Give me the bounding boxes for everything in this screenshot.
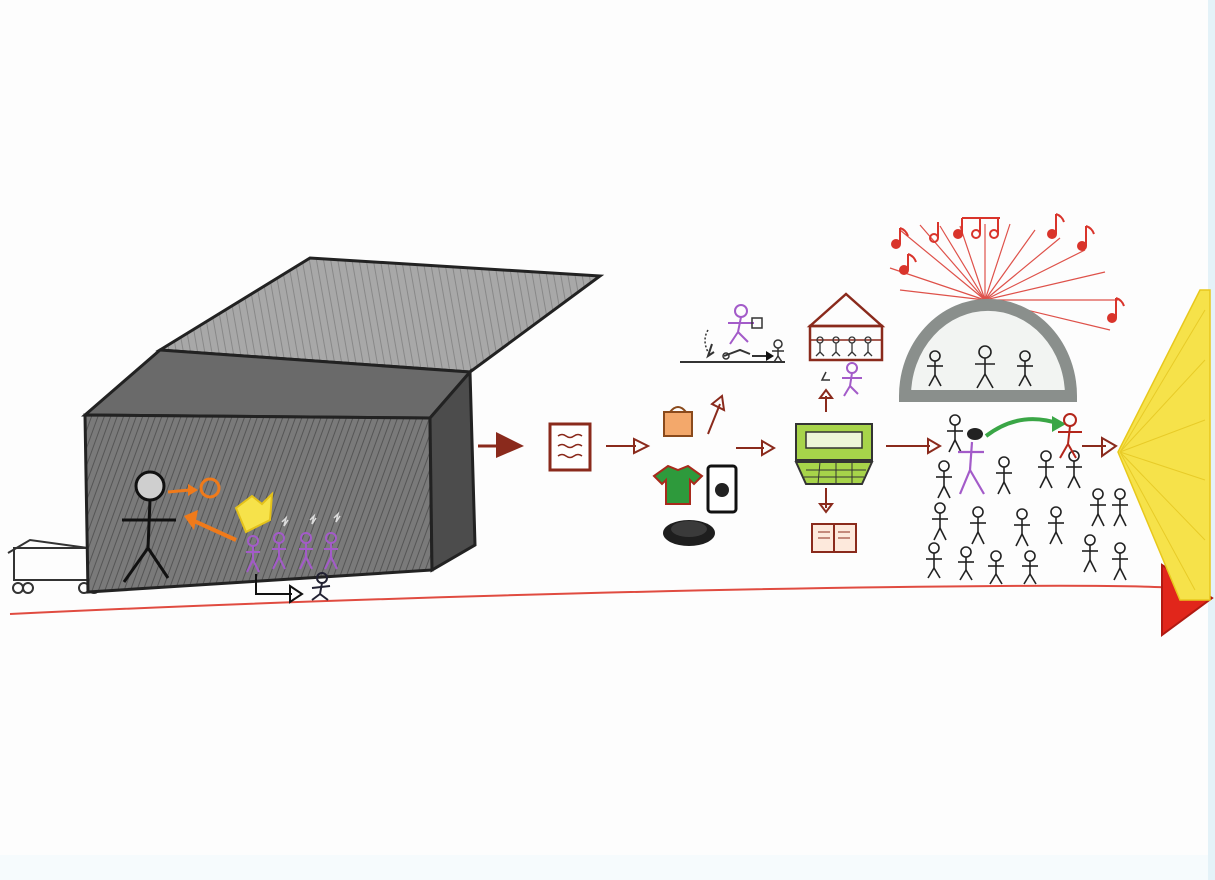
- document-icon: [550, 424, 590, 470]
- concert-crowd: [926, 414, 1128, 584]
- grey-box-with-stick-figures: [85, 258, 600, 602]
- arrow-document-to-goods: [606, 439, 648, 453]
- arrow-computer-to-crowd: [886, 439, 940, 453]
- orange-arrow-right: [168, 490, 190, 492]
- house-icon: [810, 294, 882, 412]
- bag-and-clothing: [654, 396, 736, 546]
- cart-icon: [8, 540, 99, 593]
- shirt-icon: [654, 466, 702, 504]
- worker-scene-icon: [680, 305, 785, 362]
- bag-icon: [664, 412, 692, 436]
- stage-dome: [905, 305, 1071, 396]
- computer-icon: [796, 424, 872, 512]
- book-icon: [812, 524, 856, 552]
- up-arrow: [708, 404, 720, 434]
- concert-stage: [890, 214, 1124, 396]
- arrow-goods-to-computer: [736, 441, 774, 455]
- arrow-box-to-document: [478, 432, 524, 458]
- yellow-light-cone: [1118, 290, 1210, 600]
